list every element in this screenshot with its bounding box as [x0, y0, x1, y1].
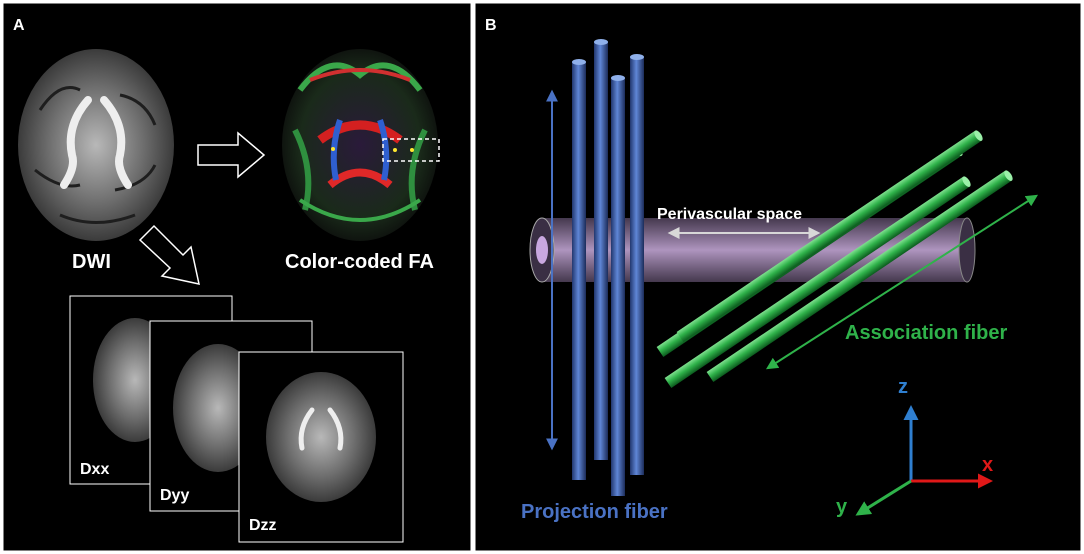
axis-x-label: x	[982, 454, 993, 476]
panel-b: B	[474, 2, 1082, 552]
projection-label: Projection fiber	[521, 501, 668, 523]
projection-fibers	[572, 39, 644, 496]
fa-brain-image	[282, 49, 440, 241]
coordinate-axes: z x y	[836, 376, 993, 518]
hollow-arrow-down-right	[138, 224, 200, 285]
dwi-brain-image	[18, 49, 174, 241]
perivascular-label: Perivascular space	[657, 206, 802, 223]
fa-label: Color-coded FA	[285, 251, 434, 273]
panel-b-label: B	[485, 17, 497, 34]
tensor-map-dzz: Dzz	[238, 351, 404, 543]
axis-y-line	[855, 479, 912, 516]
association-arrow	[765, 194, 1039, 370]
tensor-map-label-dyy: Dyy	[160, 487, 189, 504]
axis-y-label: y	[836, 496, 848, 518]
tensor-map-label-dzz: Dzz	[249, 517, 277, 534]
dwi-label: DWI	[72, 251, 111, 273]
axis-z-label: z	[898, 376, 908, 398]
tensor-map-label-dxx: Dxx	[80, 461, 109, 478]
panel-a: A DWI Color-coded FA	[2, 2, 472, 552]
panel-a-label: A	[13, 17, 25, 34]
hollow-arrow-right	[197, 131, 266, 179]
association-label: Association fiber	[845, 322, 1007, 344]
